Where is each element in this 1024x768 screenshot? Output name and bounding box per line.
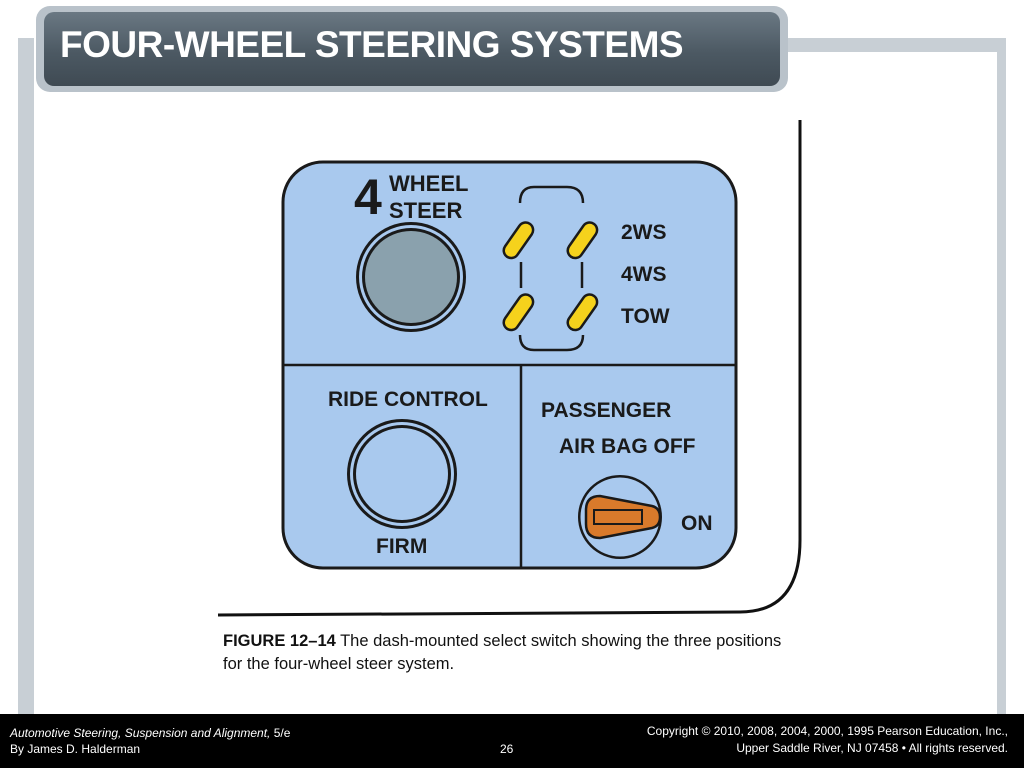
frame-left-bar: [18, 38, 34, 728]
page-number: 26: [500, 742, 514, 756]
figure-caption: FIGURE 12–14 The dash-mounted select swi…: [223, 630, 783, 676]
indicator-front-left: [502, 221, 535, 260]
footer-publisher: Upper Saddle River, NJ 07458 • All right…: [736, 741, 1008, 755]
airbag-key-switch[interactable]: [578, 475, 662, 559]
airbag-on-label: ON: [681, 512, 713, 535]
firm-label: FIRM: [376, 535, 427, 558]
ride-control-button[interactable]: [347, 419, 457, 529]
indicator-rear-left: [502, 293, 535, 332]
dash-edge-curve: [217, 120, 802, 617]
footer-author: By James D. Halderman: [10, 742, 141, 756]
wheel-position-diagram: [502, 185, 599, 352]
ride-control-label: RIDE CONTROL: [328, 388, 488, 411]
airbag-line2: AIR BAG OFF: [559, 435, 696, 458]
caption-text: The dash-mounted select switch showing t…: [223, 632, 782, 673]
mode-tow-label: TOW: [621, 305, 670, 328]
footer-copyright: Copyright © 2010, 2008, 2004, 2000, 1995…: [646, 724, 1008, 738]
book-edition: 5/e: [270, 726, 291, 740]
airbag-line1: PASSENGER: [541, 399, 671, 422]
wheel-steer-button[interactable]: [356, 222, 466, 332]
figure-label: FIGURE 12–14: [223, 632, 336, 650]
four-wheel-number: 4: [354, 169, 382, 225]
indicator-front-right: [566, 221, 599, 260]
switch-panel: 4 WHEEL STEER 2WS 4WS TOW RIDE CONTROL: [281, 160, 738, 570]
wheel-steer-line1: WHEEL: [389, 171, 468, 196]
book-title: Automotive Steering, Suspension and Alig…: [10, 726, 271, 740]
slide-title: FOUR-WHEEL STEERING SYSTEMS: [60, 24, 684, 65]
indicator-rear-right: [566, 293, 599, 332]
footer-book-title: Automotive Steering, Suspension and Alig…: [10, 726, 290, 740]
title-tab: [44, 12, 780, 86]
wheel-steer-line2: STEER: [389, 198, 462, 223]
mode-4ws-label: 4WS: [621, 263, 667, 286]
mode-2ws-label: 2WS: [621, 221, 667, 244]
frame-right-bar: [997, 38, 1006, 728]
footer-bar: Automotive Steering, Suspension and Alig…: [0, 714, 1024, 768]
